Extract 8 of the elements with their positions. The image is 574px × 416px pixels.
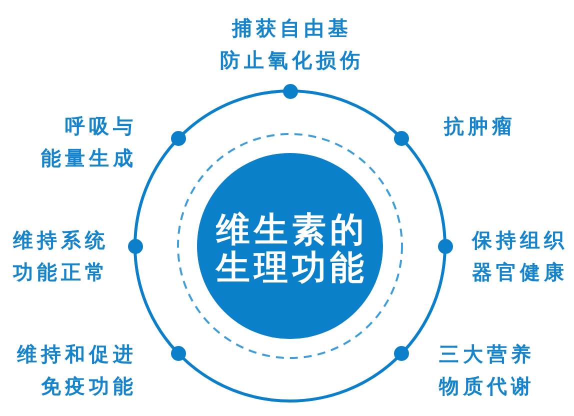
- function-label: 保持组织器官健康: [472, 227, 568, 286]
- function-label: 呼吸与能量生成: [41, 113, 137, 172]
- function-label: 维持和促进免疫功能: [17, 341, 137, 400]
- function-label: 维持系统功能正常: [13, 227, 109, 286]
- center-circle: 维生素的生理功能: [197, 153, 383, 339]
- function-label: 三大营养物质代谢: [439, 341, 535, 400]
- function-label: 抗肿瘤: [444, 113, 516, 140]
- function-label: 捕获自由基防止氧化损伤: [219, 15, 365, 74]
